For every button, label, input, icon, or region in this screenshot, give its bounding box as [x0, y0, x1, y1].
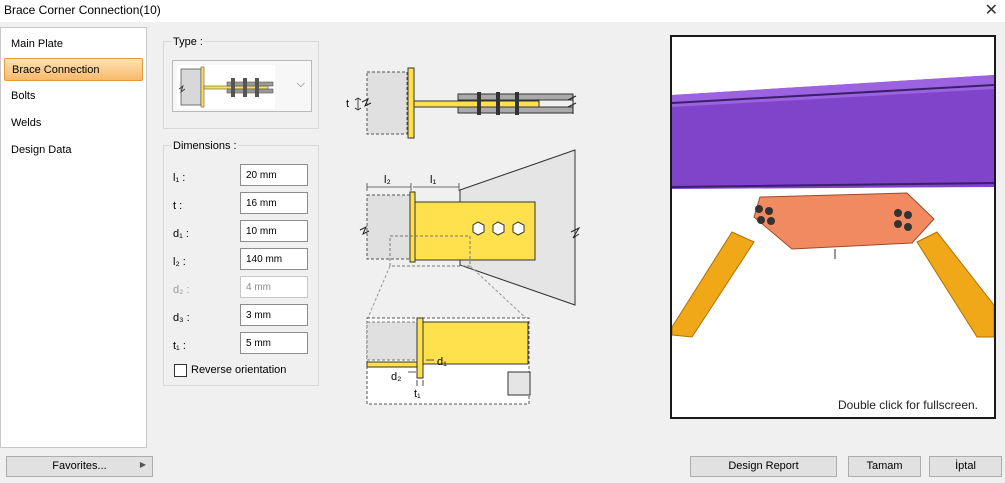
dim-l1-label: l₁ — [430, 174, 436, 186]
cancel-button[interactable]: İptal — [929, 456, 1002, 477]
type-dropdown[interactable]: ⌵ — [172, 60, 312, 112]
dim-d1-label: d₁ — [437, 356, 447, 368]
connection-diagram: t l₂ l₁ d₁ d₂ t₁ — [346, 67, 581, 405]
sidebar-item-main-plate[interactable]: Main Plate — [11, 38, 63, 50]
sidebar-item-welds[interactable]: Welds — [11, 117, 42, 129]
chevron-down-icon[interactable]: ⌵ — [296, 78, 305, 90]
dim-label-d2: d₂ : — [173, 284, 190, 296]
dim-label-d1: d₁ : — [173, 228, 189, 240]
type-group-label: Type : — [172, 36, 204, 48]
dim-input-t1[interactable] — [240, 332, 308, 354]
dim-d2-label: d₂ — [391, 371, 401, 383]
dim-label-l1: l₁ : — [173, 172, 186, 184]
reverse-orientation-checkbox[interactable] — [174, 364, 187, 377]
ok-button[interactable]: Tamam — [848, 456, 921, 477]
sidebar-nav: Main Plate Brace Connection Bolts Welds … — [0, 27, 147, 448]
design-report-button[interactable]: Design Report — [690, 456, 837, 477]
dim-t-label: t — [346, 98, 349, 110]
type-group: Type : ⌵ — [163, 36, 319, 129]
type-preview-image — [177, 65, 275, 109]
sidebar-item-bolts[interactable]: Bolts — [11, 90, 36, 102]
dim-input-d3[interactable] — [240, 304, 308, 326]
window-title: Brace Corner Connection(10) — [4, 3, 161, 17]
chevron-right-icon: ▶ — [139, 460, 146, 469]
dim-l2-label: l₂ — [384, 174, 391, 186]
dim-label-t: t : — [173, 200, 183, 212]
dim-t1-label: t₁ — [414, 388, 421, 400]
close-icon[interactable]: ✕ — [984, 2, 998, 19]
top-section-view: t — [346, 67, 577, 139]
dim-label-t1: t₁ : — [173, 340, 186, 352]
favorites-label: Favorites... — [52, 460, 107, 472]
dimensions-group-label: Dimensions : — [172, 140, 238, 152]
middle-plan-view: l₂ l₁ — [359, 149, 581, 306]
sidebar-item-design-data[interactable]: Design Data — [11, 144, 72, 156]
fullscreen-hint: Double click for fullscreen. — [837, 398, 978, 412]
dim-label-l2: l₂ : — [173, 256, 186, 268]
connection-3d-render — [672, 75, 994, 338]
favorites-button[interactable]: Favorites... ▶ — [6, 456, 153, 477]
sidebar-item-brace-connection[interactable]: Brace Connection — [4, 58, 143, 81]
dim-label-d3: d₃ : — [173, 312, 190, 324]
title-bar: Brace Corner Connection(10) ✕ — [0, 0, 1005, 22]
dim-input-t[interactable] — [240, 192, 308, 214]
dim-input-l1[interactable] — [240, 164, 308, 186]
dim-input-l2[interactable] — [240, 248, 308, 270]
reverse-orientation-label: Reverse orientation — [191, 364, 287, 376]
dimensions-group: Dimensions : l₁ : t : d₁ : l₂ : d₂ : d₃ … — [163, 140, 319, 386]
3d-viewport[interactable]: Double click for fullscreen. — [670, 35, 996, 419]
dim-input-d2 — [240, 276, 308, 298]
dim-input-d1[interactable] — [240, 220, 308, 242]
bottom-detail-view: d₁ d₂ t₁ — [366, 317, 531, 405]
